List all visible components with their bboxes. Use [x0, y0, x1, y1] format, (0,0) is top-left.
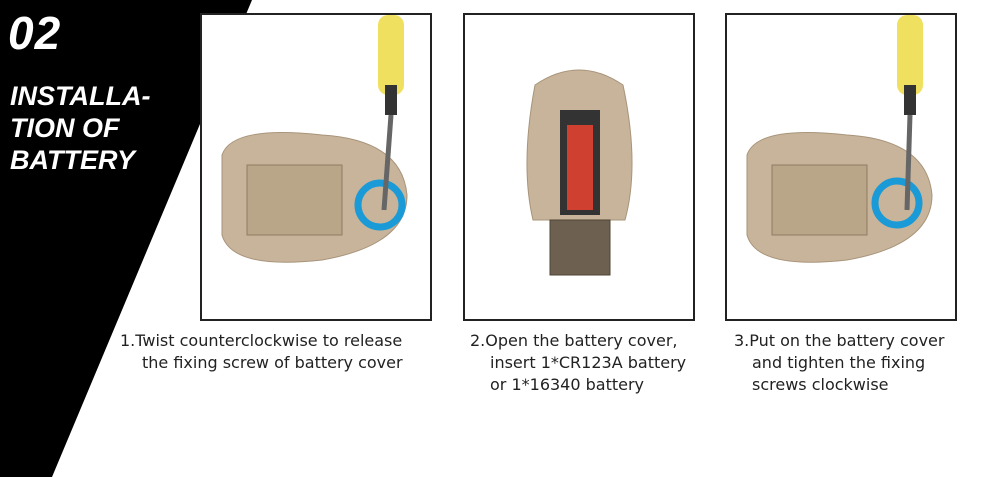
caption-line: screws clockwise: [752, 375, 889, 394]
title-line: BATTERY: [10, 145, 136, 175]
rotate-arrow-icon: [871, 177, 923, 229]
step3-caption: 3.Put on the battery cover and tighten t…: [734, 330, 944, 396]
step3-image: [725, 13, 957, 321]
step2-image: [463, 13, 695, 321]
caption-line: the fixing screw of battery cover: [142, 353, 403, 372]
step2-caption: 2.Open the battery cover, insert 1*CR123…: [470, 330, 686, 396]
caption-line: or 1*16340 battery: [490, 375, 645, 394]
step-number: 02: [8, 7, 62, 59]
caption-line: 1.Twist counterclockwise to release: [120, 331, 403, 350]
step1-caption: 1.Twist counterclockwise to release the …: [120, 330, 403, 374]
title-line: TION OF: [10, 113, 120, 143]
section-title: INSTALLA- TION OF BATTERY: [10, 80, 150, 176]
caption-line: 2.Open the battery cover,: [470, 331, 678, 350]
caption-line: and tighten the fixing: [752, 353, 926, 372]
step1-image: [200, 13, 432, 321]
rotate-arrow-icon: [354, 179, 406, 231]
title-line: INSTALLA-: [10, 81, 151, 111]
caption-line: insert 1*CR123A battery: [490, 353, 687, 372]
caption-line: 3.Put on the battery cover: [734, 331, 945, 350]
